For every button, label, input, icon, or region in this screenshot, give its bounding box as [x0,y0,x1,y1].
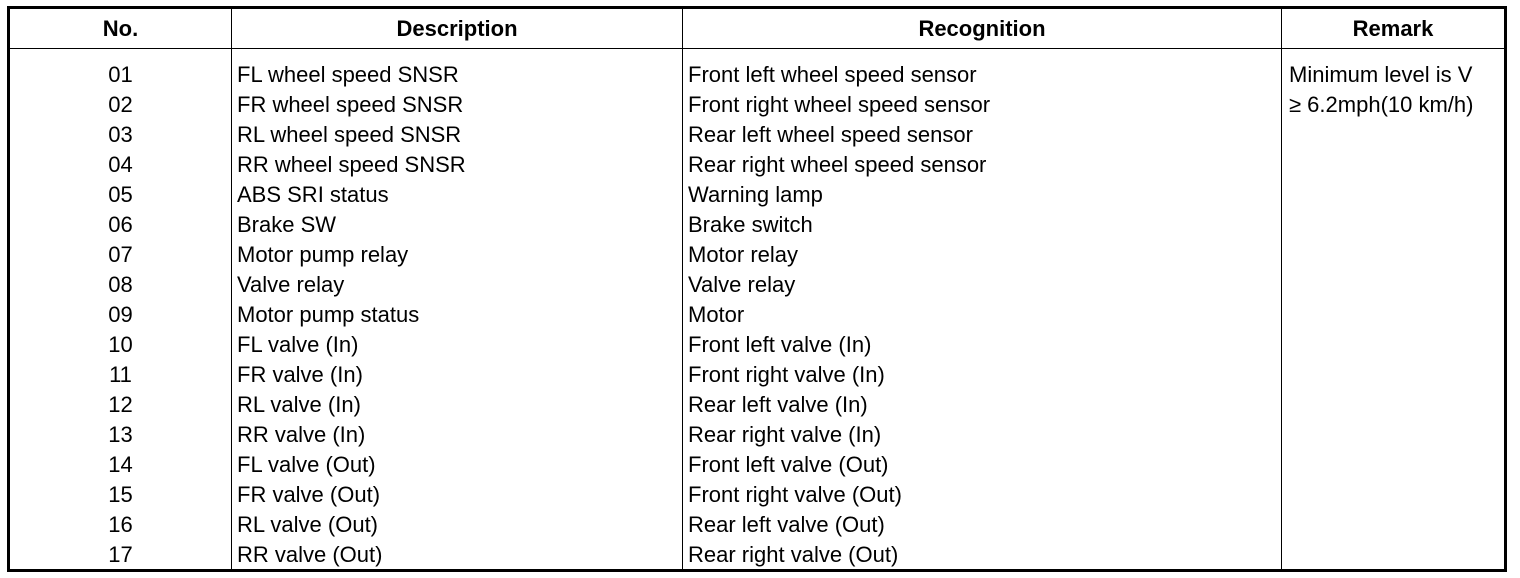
table-row: 06 Brake SW Brake switch [10,210,1504,240]
table-row: 13 RR valve (In) Rear right valve (In) [10,420,1504,450]
data-table: No. Description Recognition Remark 01 FL … [7,6,1507,572]
row-description: Motor pump status [237,302,420,327]
row-description: RR valve (Out) [237,542,383,567]
row-description: Valve relay [237,272,345,297]
table-row: 03 RL wheel speed SNSR Rear left wheel spe… [10,120,1504,150]
table-body: 01 FL wheel speed SNSR Front left wheel sp… [10,60,1504,570]
row-description: FR valve (Out) [237,482,381,507]
row-recognition: Motor [688,302,745,327]
table-row: 14 FL valve (Out) Front left valve (Out) [10,450,1504,480]
remark-line: ≥ 6.2mph(10 km/h) [1289,92,1474,117]
row-number: 12 [108,392,133,417]
row-recognition: Warning lamp [688,182,823,207]
table-row: 07 Motor pump relay Motor relay [10,240,1504,270]
row-number: 05 [108,182,133,207]
row-description: RL wheel speed SNSR [237,122,462,147]
row-recognition: Front left valve (In) [688,332,872,357]
row-recognition: Front right valve (In) [688,362,885,387]
table-row: 17 RR valve (Out) Rear right valve (Out) [10,540,1504,570]
remark-line: Minimum level is V [1289,62,1473,87]
row-recognition: Front right wheel speed sensor [688,92,991,117]
row-recognition: Front left valve (Out) [688,452,889,477]
table-row: 04 RR wheel speed SNSR Rear right wheel sp… [10,150,1504,180]
table-row: 08 Valve relay Valve relay [10,270,1504,300]
header-remark: Remark [1352,16,1434,41]
table-row: 10 FL valve (In) Front left valve (In) [10,330,1504,360]
table-row: 01 FL wheel speed SNSR Front left wheel sp… [10,60,1504,90]
row-recognition: Brake switch [688,212,813,237]
row-recognition: Rear left wheel speed sensor [688,122,973,147]
row-number: 09 [108,302,133,327]
row-number: 03 [108,122,133,147]
header-no: No. [102,16,139,41]
row-recognition: Rear right valve (Out) [688,542,899,567]
header-divider [10,48,1504,49]
row-description: FL wheel speed SNSR [237,62,459,87]
table-row: 09 Motor pump status Motor [10,300,1504,330]
row-recognition: Motor relay [688,242,799,267]
row-recognition: Front right valve (Out) [688,482,902,507]
row-description: RL valve (Out) [237,512,379,537]
table-row: 15 FR valve (Out) Front right valve (Out) [10,480,1504,510]
row-number: 08 [108,272,133,297]
row-description: FR wheel speed SNSR [237,92,464,117]
row-number: 10 [108,332,133,357]
row-number: 04 [108,152,133,177]
row-description: ABS SRI status [237,182,389,207]
row-number: 16 [108,512,133,537]
table-row: 12 RL valve (In) Rear left valve (In) [10,390,1504,420]
column-divider [1281,9,1282,569]
row-description: Brake SW [237,212,337,237]
column-divider [231,9,232,569]
row-number: 07 [108,242,133,267]
row-recognition: Front left wheel speed sensor [688,62,977,87]
row-description: RR wheel speed SNSR [237,152,466,177]
row-recognition: Rear right wheel speed sensor [688,152,987,177]
row-number: 11 [109,362,132,387]
header-description: Description [396,16,518,41]
row-recognition: Rear left valve (In) [688,392,868,417]
row-description: FL valve (In) [237,332,359,357]
row-number: 14 [108,452,133,477]
row-number: 01 [108,62,133,87]
row-number: 17 [108,542,133,567]
row-description: RL valve (In) [237,392,361,417]
row-description: RR valve (In) [237,422,366,447]
table-row: 05 ABS SRI status Warning lamp [10,180,1504,210]
row-description: Motor pump relay [237,242,409,267]
row-number: 13 [108,422,133,447]
column-divider [682,9,683,569]
row-recognition: Rear left valve (Out) [688,512,885,537]
row-description: FR valve (In) [237,362,363,387]
table-row: 02 FR wheel speed SNSR Front right wheel s… [10,90,1504,120]
row-number: 06 [108,212,133,237]
row-recognition: Valve relay [688,272,796,297]
row-number: 02 [108,92,133,117]
table-row: 16 RL valve (Out) Rear left valve (Out) [10,510,1504,540]
row-number: 15 [108,482,133,507]
remark-cell: Minimum level is V ≥ 6.2mph(10 km/h) [1286,60,1504,120]
row-description: FL valve (Out) [237,452,376,477]
table-row: 11 FR valve (In) Front right valve (In) [10,360,1504,390]
header-recognition: Recognition [918,16,1046,41]
row-recognition: Rear right valve (In) [688,422,882,447]
